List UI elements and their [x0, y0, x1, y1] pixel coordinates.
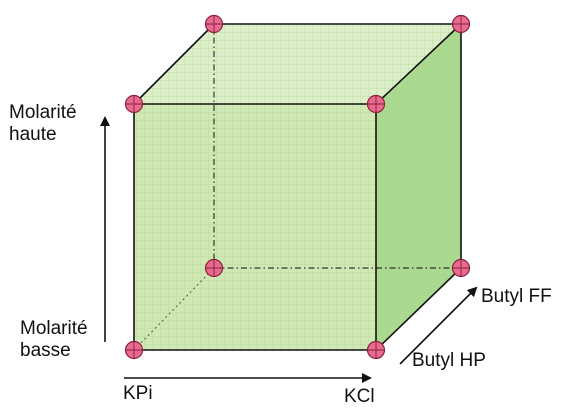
- vertex-marker: [124, 340, 144, 360]
- vertex-marker: [366, 340, 386, 360]
- cube-vertices: [124, 14, 471, 360]
- label-butyl-ff: Butyl FF: [481, 286, 552, 307]
- vertex-marker: [451, 14, 471, 34]
- vertex-marker: [366, 94, 386, 114]
- label-molarite-haute-line1: Molarité: [9, 102, 77, 123]
- label-molarite-basse: Molarité basse: [20, 318, 88, 362]
- label-molarite-basse-line1: Molarité: [20, 318, 88, 339]
- label-molarite-haute-line2: haute: [9, 124, 57, 145]
- label-molarite-basse-line2: basse: [20, 340, 71, 361]
- vertex-marker: [204, 258, 224, 278]
- label-kpi: KPi: [123, 383, 153, 404]
- cube-top-face-grid: [134, 24, 461, 104]
- label-kcl: KCl: [344, 386, 375, 407]
- depth-axis-arrow: [399, 286, 478, 365]
- cube-visible-edges: [133, 23, 462, 351]
- vertex-marker: [204, 14, 224, 34]
- label-molarite-haute: Molarité haute: [9, 102, 77, 146]
- hidden-edge-depth: [133, 267, 215, 351]
- vertex-marker: [124, 94, 144, 114]
- cube-front-face-grid: [134, 104, 376, 350]
- vertex-marker: [451, 258, 471, 278]
- label-butyl-hp: Butyl HP: [412, 350, 486, 371]
